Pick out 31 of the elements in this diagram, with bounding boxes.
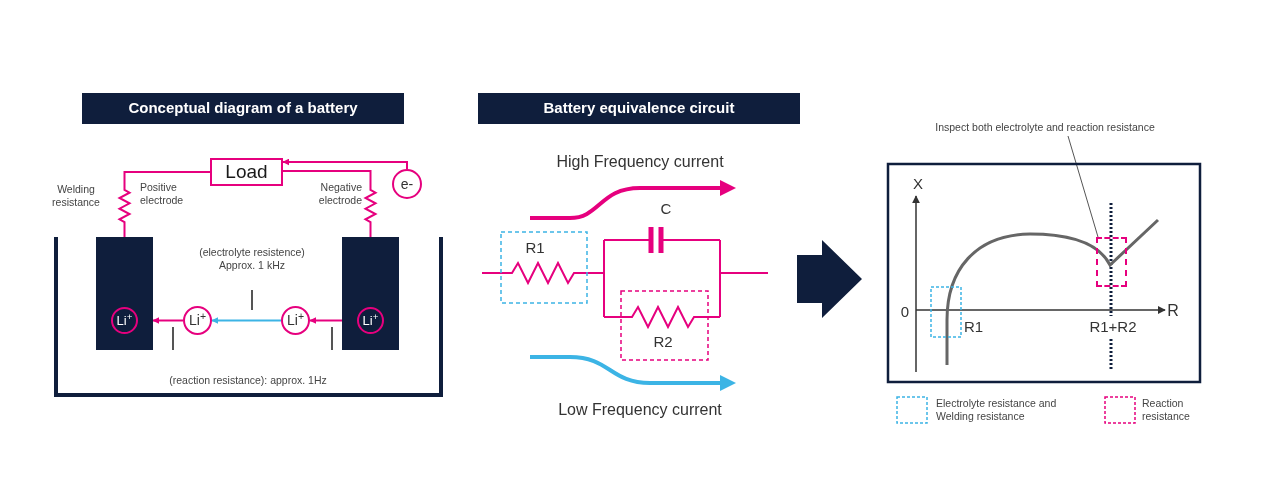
wire bbox=[309, 317, 343, 324]
legend-label: Reaction resistance bbox=[1142, 397, 1191, 423]
current-label: High Frequency current bbox=[555, 152, 725, 172]
wire bbox=[117, 171, 211, 238]
tick-label: R1 bbox=[964, 317, 985, 337]
component-label: Negative electrode bbox=[317, 181, 362, 207]
wire bbox=[282, 170, 378, 238]
positive-electrode-block bbox=[96, 237, 153, 350]
leader-line bbox=[1067, 135, 1099, 238]
axis-label: 0 bbox=[899, 302, 911, 322]
axis-label: X bbox=[912, 174, 924, 194]
load-box: Load bbox=[210, 158, 283, 186]
component-label: Positive electrode bbox=[140, 181, 185, 207]
component-label: C bbox=[659, 199, 673, 219]
current-label: Low Frequency current bbox=[557, 400, 723, 420]
annotation-text: (electrolyte resistence) Approx. 1 kHz bbox=[198, 246, 306, 272]
annotation-text: Inspect both electrolyte and reaction resistance bbox=[885, 120, 1205, 136]
title-banner: Conceptual diagram of a battery bbox=[82, 93, 404, 124]
negative-electrode-block bbox=[342, 237, 399, 350]
tick-label: R1+R2 bbox=[1088, 316, 1138, 339]
axis-label: R bbox=[1166, 301, 1180, 321]
wire bbox=[282, 158, 408, 170]
wire bbox=[152, 317, 184, 324]
title-banner: Battery equivalence circuit bbox=[478, 93, 800, 124]
component-label: Welding resistance bbox=[51, 183, 101, 209]
dashed-highlight-box bbox=[1096, 237, 1127, 287]
wire bbox=[211, 317, 282, 324]
legend-label: Electrolyte resistance and Welding resistance bbox=[936, 397, 1058, 423]
component-label: R2 bbox=[652, 332, 674, 352]
component-label: R1 bbox=[524, 238, 546, 258]
annotation-text: (reaction resistance): approx. 1Hz bbox=[168, 373, 328, 388]
